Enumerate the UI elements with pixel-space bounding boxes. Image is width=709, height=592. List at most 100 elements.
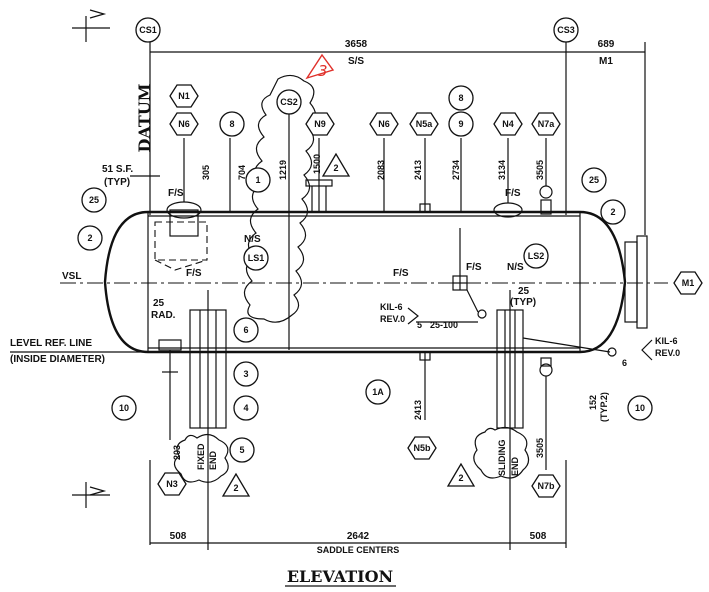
tag-cs3-label-2: CS3 bbox=[557, 25, 575, 35]
nozzle-n6-body bbox=[166, 138, 202, 237]
tag-n5a-label-9: N5a bbox=[416, 119, 434, 129]
tag-n6b-label-8: N6 bbox=[378, 119, 390, 129]
tag-c10b-label-27: 10 bbox=[635, 403, 645, 413]
fixed-end-label: END bbox=[208, 450, 218, 470]
tag-cs1-label-1: CS1 bbox=[139, 25, 157, 35]
level-ref-label: LEVEL REF. LINE bbox=[10, 338, 92, 349]
tag-n1-label-4: N1 bbox=[178, 91, 190, 101]
dim-overall: 3658 bbox=[345, 39, 368, 50]
dim-2413-bottom: 2413 bbox=[413, 400, 423, 420]
vessel-shell bbox=[103, 210, 627, 354]
tag-cs3-shape-2 bbox=[553, 17, 579, 43]
saddle-sliding bbox=[487, 290, 617, 550]
dim-right-top-sub: M1 bbox=[599, 56, 613, 67]
tag-n1-shape-4 bbox=[169, 84, 199, 108]
r25-typ-label: (TYP) bbox=[510, 297, 536, 308]
tag-c4-label-24: 4 bbox=[243, 403, 248, 413]
dim-152: 152 bbox=[588, 395, 598, 410]
tag-c8b-shape-10 bbox=[448, 85, 474, 111]
datum-arrow-top bbox=[72, 9, 110, 42]
tag-m1-shape-21 bbox=[673, 271, 703, 295]
tag-n4-shape-12 bbox=[493, 112, 523, 136]
dim-203: 203 bbox=[172, 445, 182, 460]
tag-ls2-label-20: LS2 bbox=[528, 251, 545, 261]
dim-saddle-right: 508 bbox=[530, 531, 547, 542]
tag-n5a-shape-9 bbox=[409, 112, 439, 136]
tag-n5b-label-29: N5b bbox=[413, 443, 431, 453]
vsl-label: VSL bbox=[62, 271, 81, 282]
tag-c2-label-16: 2 bbox=[87, 233, 92, 243]
dim-1219: 1219 bbox=[278, 160, 288, 180]
kil-b-label: KIL-6 bbox=[655, 336, 678, 346]
dim-saddle-center-sub: SADDLE CENTERS bbox=[317, 545, 400, 555]
tag-ls1-shape-19 bbox=[243, 245, 269, 271]
dim-overall-sub: S/S bbox=[348, 56, 364, 67]
kil-a-label: KIL-6 bbox=[380, 302, 403, 312]
dim-2734: 2734 bbox=[451, 160, 461, 180]
tag-tri-shape-32 bbox=[321, 152, 351, 177]
tag-tri-shape-34 bbox=[446, 462, 476, 487]
dim-2083: 2083 bbox=[376, 160, 386, 180]
tag-m1-label-21: M1 bbox=[682, 278, 695, 288]
dim-305: 305 bbox=[201, 165, 211, 180]
tag-c3-shape-23 bbox=[233, 361, 259, 387]
dim-152-typ: (TYP.2) bbox=[599, 392, 609, 422]
tag-n7b-label-31: N7b bbox=[537, 481, 555, 491]
tag-cs2-shape-3 bbox=[276, 89, 302, 115]
dim-right-top: 689 bbox=[598, 39, 615, 50]
tag-c2-shape-16 bbox=[77, 225, 103, 251]
saddle-fixed bbox=[180, 290, 236, 550]
tag-c8b-label-10: 8 bbox=[458, 93, 463, 103]
rad-sub-label: RAD. bbox=[151, 310, 176, 321]
dim-2413: 2413 bbox=[413, 160, 423, 180]
fs-label-4: F/S bbox=[393, 268, 409, 279]
tag-n4-label-12: N4 bbox=[502, 119, 514, 129]
nozzle-n7a-body bbox=[539, 138, 553, 215]
tag-c25b-shape-15 bbox=[581, 167, 607, 193]
dim-704: 704 bbox=[237, 165, 247, 180]
tag-cs2-label-3: CS2 bbox=[280, 97, 298, 107]
weld-num-label: 5 bbox=[417, 320, 422, 330]
tag-c1a-shape-28 bbox=[365, 379, 391, 405]
tag-c2b-label-17: 2 bbox=[610, 207, 615, 217]
tag-c10b-shape-27 bbox=[627, 395, 653, 421]
tag-c10-label-26: 10 bbox=[119, 403, 129, 413]
tag-c10-shape-26 bbox=[111, 395, 137, 421]
tag-n9-label-7: N9 bbox=[314, 119, 326, 129]
tag-c25-shape-14 bbox=[81, 187, 107, 213]
ns-label-1: N/S bbox=[244, 234, 261, 245]
tag-c1a-label-28: 1A bbox=[372, 387, 384, 397]
tag-ls2-shape-20 bbox=[523, 243, 549, 269]
tag-n7a-label-13: N7a bbox=[538, 119, 556, 129]
tag-ls1-label-19: LS1 bbox=[248, 253, 265, 263]
m1-flange bbox=[624, 235, 648, 329]
fs-label-3: F/S bbox=[186, 268, 202, 279]
revision-mark: 3 bbox=[305, 53, 335, 80]
nozzle-n9-body bbox=[305, 138, 333, 212]
dim-3134: 3134 bbox=[497, 160, 507, 180]
tag-tri-label-34: 2 bbox=[458, 473, 463, 483]
tag-n6-label-5: N6 bbox=[178, 119, 190, 129]
dim-1500: 1500 bbox=[312, 154, 322, 174]
tag-c1-shape-18 bbox=[245, 167, 271, 193]
tag-c5-shape-25 bbox=[229, 437, 255, 463]
sliding-label: SLIDING bbox=[497, 439, 507, 476]
tag-n6b-shape-8 bbox=[369, 112, 399, 136]
tag-n6-shape-5 bbox=[169, 112, 199, 136]
tag-n5b-shape-29 bbox=[407, 436, 437, 460]
rad-label: 25 bbox=[153, 298, 165, 309]
dim-3505: 3505 bbox=[535, 160, 545, 180]
weld-b-label: 6 bbox=[622, 358, 627, 368]
tag-cs1-shape-1 bbox=[135, 17, 161, 43]
weld-label: 25-100 bbox=[430, 320, 458, 330]
fs-label-1: F/S bbox=[168, 188, 184, 199]
tag-c2b-shape-17 bbox=[600, 199, 626, 225]
fs-label-2: F/S bbox=[505, 188, 521, 199]
tag-tri-shape-33 bbox=[221, 472, 251, 497]
sf-label: 51 S.F. bbox=[102, 164, 133, 175]
tag-c6-shape-22 bbox=[233, 317, 259, 343]
tag-n7b-shape-31 bbox=[531, 474, 561, 498]
tag-c8-label-6: 8 bbox=[229, 119, 234, 129]
tag-c8-shape-6 bbox=[219, 111, 245, 137]
fixed-label: FIXED bbox=[196, 443, 206, 470]
